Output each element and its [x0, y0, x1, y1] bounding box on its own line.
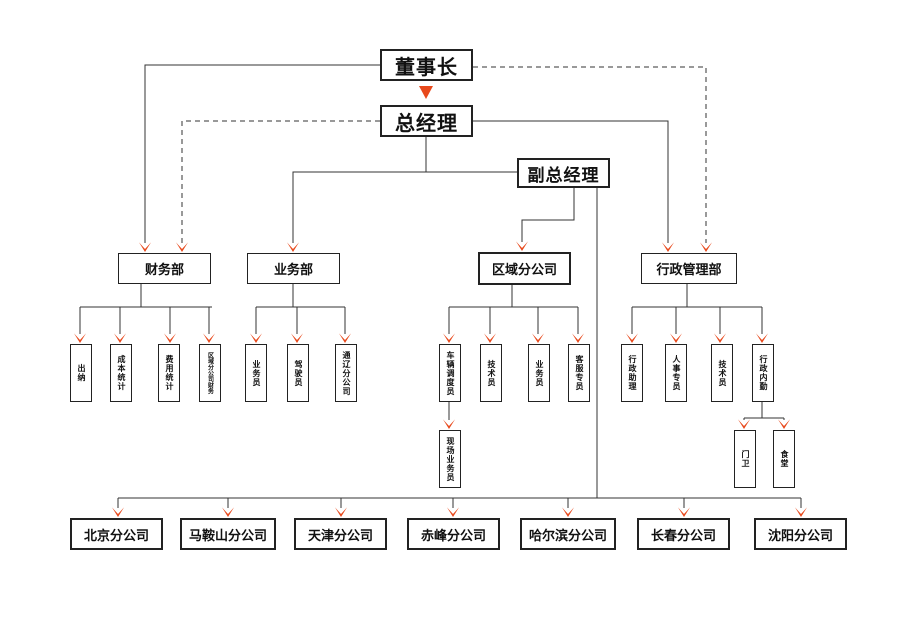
- arrowhead-47: [714, 333, 726, 343]
- arrowhead-63: [447, 507, 459, 517]
- connector-0: [144, 64, 380, 243]
- chairman-to-gm-arrow: [419, 86, 433, 99]
- deputy-manager-box: 副总经理: [517, 158, 610, 188]
- arrowhead-9: [287, 242, 299, 252]
- connector-41: [632, 284, 762, 308]
- maanshan-branch-box: 马鞍山分公司: [180, 518, 276, 550]
- arrowhead-5: [176, 242, 188, 252]
- arrowhead-67: [678, 507, 690, 517]
- shenyang-branch-box: 沈阳分公司: [754, 518, 847, 550]
- regional-technician-box: 技术员: [480, 344, 502, 402]
- customer-service-box: 客服专员: [568, 344, 590, 402]
- cost-statistics-box: 成本统计: [110, 344, 132, 402]
- business-dept-box: 业务部: [247, 253, 340, 284]
- arrowhead-45: [670, 333, 682, 343]
- arrowhead-61: [335, 507, 347, 517]
- arrowhead-69: [795, 507, 807, 517]
- connector-50: [744, 402, 784, 419]
- regional-salesperson-box: 业务员: [528, 344, 550, 402]
- canteen-box: 食堂: [773, 430, 795, 488]
- cashier-box: 出纳: [70, 344, 92, 402]
- arrowhead-25: [250, 333, 262, 343]
- arrowhead-54: [778, 419, 790, 429]
- admin-technician-box: 技术员: [711, 344, 733, 402]
- arrowhead-34: [484, 333, 496, 343]
- connector-30: [449, 285, 578, 308]
- connector-6: [473, 120, 669, 243]
- arrowhead-49: [756, 333, 768, 343]
- arrowhead-27: [291, 333, 303, 343]
- arrowhead-1: [139, 242, 151, 252]
- harbin-branch-box: 哈尔滨分公司: [520, 518, 616, 550]
- arrowhead-16: [74, 333, 86, 343]
- arrowhead-18: [114, 333, 126, 343]
- arrowhead-52: [738, 419, 750, 429]
- arrowhead-38: [572, 333, 584, 343]
- changchun-branch-box: 长春分公司: [637, 518, 730, 550]
- arrowhead-3: [700, 242, 712, 252]
- general-manager-box: 总经理: [380, 105, 473, 137]
- arrowhead-20: [164, 333, 176, 343]
- arrowhead-36: [532, 333, 544, 343]
- arrowhead-59: [222, 507, 234, 517]
- connector-14: [80, 284, 212, 308]
- arrowhead-40: [443, 419, 455, 429]
- arrowhead-7: [662, 242, 674, 252]
- chifeng-branch-box: 赤峰分公司: [407, 518, 500, 550]
- admin-clerk-box: 行政内勤: [752, 344, 774, 402]
- dashed-connector-4: [181, 120, 380, 243]
- arrowhead-32: [443, 333, 455, 343]
- admin-assistant-box: 行政助理: [621, 344, 643, 402]
- beijing-branch-box: 北京分公司: [70, 518, 163, 550]
- arrowhead-57: [112, 507, 124, 517]
- connector-23: [256, 284, 345, 308]
- admin-dept-box: 行政管理部: [641, 253, 737, 284]
- dashed-connector-2: [473, 66, 707, 243]
- gatekeeper-box: 门卫: [734, 430, 756, 488]
- regional-finance-box: 区域分公司财务: [199, 344, 221, 402]
- finance-dept-box: 财务部: [118, 253, 211, 284]
- arrowhead-22: [203, 333, 215, 343]
- arrowhead-43: [626, 333, 638, 343]
- arrowhead-12: [516, 241, 528, 251]
- tongliao-branch-box: 通辽分公司: [335, 344, 357, 402]
- expense-statistics-box: 费用统计: [158, 344, 180, 402]
- chairman-box: 董事长: [380, 49, 473, 81]
- connector-11: [521, 188, 575, 242]
- field-salesperson-box: 现场业务员: [439, 430, 461, 488]
- driver-box: 驾驶员: [287, 344, 309, 402]
- vehicle-dispatcher-box: 车辆调度员: [439, 344, 461, 402]
- arrowhead-29: [339, 333, 351, 343]
- regional-branch-dept-box: 区域分公司: [478, 252, 571, 285]
- connector-8: [292, 137, 427, 243]
- salesperson-box: 业务员: [245, 344, 267, 402]
- hr-specialist-box: 人事专员: [665, 344, 687, 402]
- tianjin-branch-box: 天津分公司: [294, 518, 387, 550]
- arrowhead-65: [562, 507, 574, 517]
